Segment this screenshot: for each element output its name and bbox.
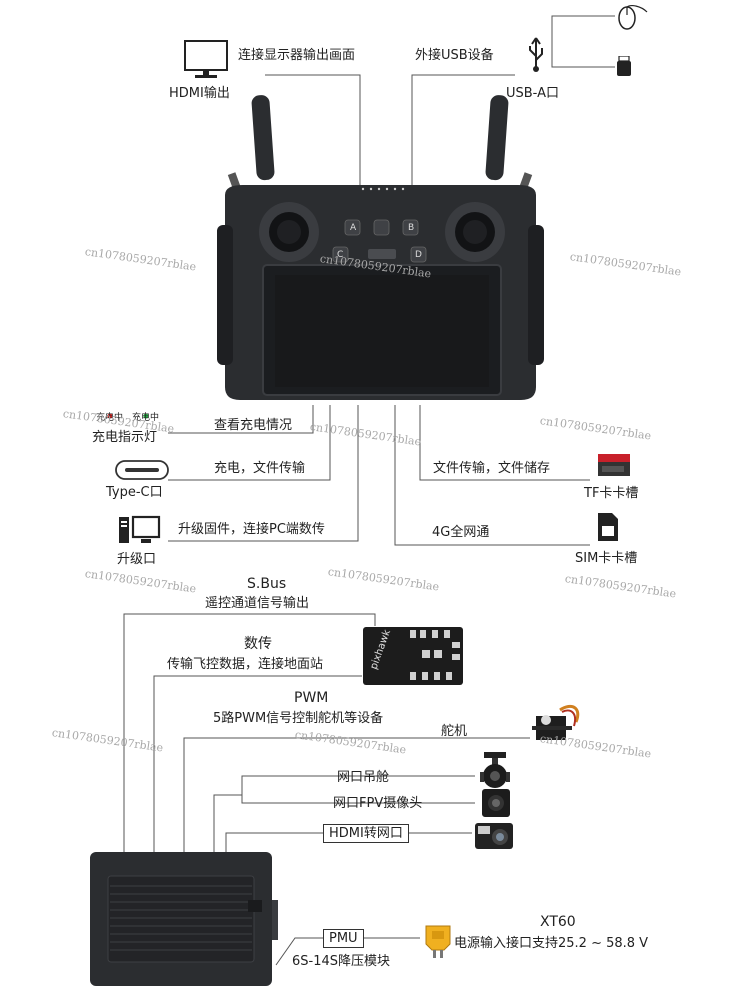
led-desc: 查看充电情况 xyxy=(214,418,293,433)
remote-controller xyxy=(213,95,548,414)
sim-label: SIM卡卡槽 xyxy=(575,551,638,566)
led-green-dot xyxy=(143,404,149,423)
flight-controller-icon: pixhawk xyxy=(362,626,464,690)
xt60-connector-icon xyxy=(424,922,452,964)
mouse-icon xyxy=(615,4,649,34)
servo-icon xyxy=(530,700,585,752)
sim-desc: 4G全网通 xyxy=(432,525,490,540)
usb-desc: 外接USB设备 xyxy=(415,48,494,63)
sbus-title: S.Bus xyxy=(247,576,287,592)
led-green-text: 充电中 xyxy=(132,413,160,423)
action-camera-icon xyxy=(474,821,514,855)
usb-stick-icon xyxy=(615,55,635,82)
button-c: C xyxy=(337,250,344,260)
datalink-desc: 传输飞控数据，连接地面站 xyxy=(167,657,324,672)
usb-a-label: USB-A口 xyxy=(506,86,559,101)
led-red-text: 充电中 xyxy=(96,413,124,423)
datalink-title: 数传 xyxy=(244,636,272,652)
typec-label: Type-C口 xyxy=(106,485,163,500)
sim-card-icon xyxy=(597,512,619,546)
button-b: B xyxy=(408,223,415,233)
tf-desc: 文件传输，文件储存 xyxy=(433,461,551,476)
pwm-title: PWM xyxy=(294,690,329,706)
servo-label: 舵机 xyxy=(441,724,468,739)
pc-icon xyxy=(117,515,161,551)
monitor-icon xyxy=(183,40,229,84)
button-a: A xyxy=(350,223,357,233)
xt60-desc: 电源输入接口支持25.2 ~ 58.8 V xyxy=(454,936,649,951)
receiver-unit xyxy=(88,850,280,994)
button-d: D xyxy=(415,250,422,260)
sbus-desc: 遥控通道信号输出 xyxy=(205,596,310,611)
led-red-dot xyxy=(107,404,113,423)
gimbal-label: 网口吊舱 xyxy=(337,770,390,785)
tf-card-icon xyxy=(596,452,632,482)
type-c-port-icon xyxy=(115,460,169,484)
pmu-desc: 6S-14S降压模块 xyxy=(292,954,391,969)
gimbal-camera-icon xyxy=(476,750,514,794)
xt60-title: XT60 xyxy=(540,914,576,930)
upgrade-label: 升级口 xyxy=(117,552,157,567)
fpv-label: 网口FPV摄像头 xyxy=(333,796,423,811)
pwm-desc: 5路PWM信号控制舵机等设备 xyxy=(213,711,384,726)
pmu-box: PMU xyxy=(323,929,364,948)
tf-label: TF卡卡槽 xyxy=(584,486,639,501)
hdmi-to-net-box: HDMI转网口 xyxy=(323,824,409,843)
display-desc: 连接显示器输出画面 xyxy=(238,48,356,63)
hdmi-out-label: HDMI输出 xyxy=(169,86,230,101)
led-label: 充电指示灯 xyxy=(92,430,158,445)
typec-desc: 充电，文件传输 xyxy=(214,461,306,476)
fpv-camera-icon xyxy=(481,788,511,822)
upgrade-desc: 升级固件，连接PC端数传 xyxy=(178,522,325,537)
usb-icon xyxy=(526,36,546,76)
